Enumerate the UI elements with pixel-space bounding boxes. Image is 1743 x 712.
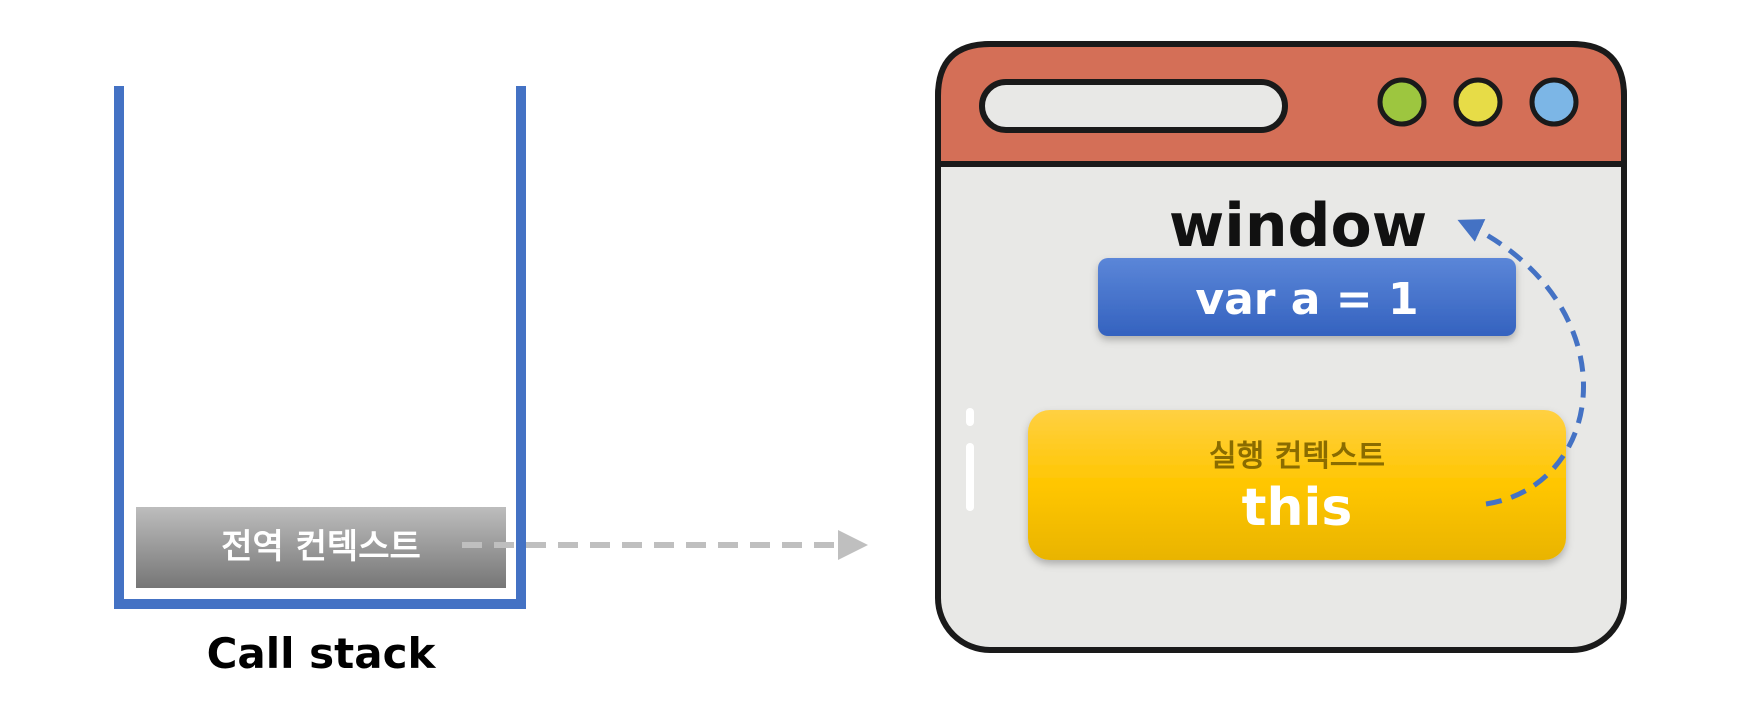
window-object-name: window — [1169, 191, 1427, 261]
execution-context-box — [1028, 410, 1566, 560]
variable-box — [1098, 258, 1516, 336]
green-dot-icon — [1377, 77, 1427, 127]
address-bar — [979, 79, 1288, 133]
global-context-label: 전역 컨텍스트 — [221, 527, 421, 567]
yellow-dot-icon — [1453, 77, 1503, 127]
dashed-blue-arrow — [1457, 219, 1586, 507]
variable-label: var a = 1 — [1195, 274, 1418, 325]
blue-dot-icon — [1529, 77, 1579, 127]
execution-context-title: 실행 컨텍스트 — [1209, 439, 1385, 474]
this-keyword: this — [1242, 478, 1353, 538]
scroll-indicator-dot — [966, 408, 974, 426]
browser-window: window var a = 1 실행 컨텍스트 this — [935, 41, 1627, 653]
scroll-indicator-bar — [966, 443, 974, 511]
call-stack: 전역 컨텍스트 Call stack — [114, 86, 526, 678]
call-stack-caption: Call stack — [207, 629, 437, 678]
global-context-frame — [136, 507, 506, 588]
call-stack-container — [114, 86, 526, 609]
